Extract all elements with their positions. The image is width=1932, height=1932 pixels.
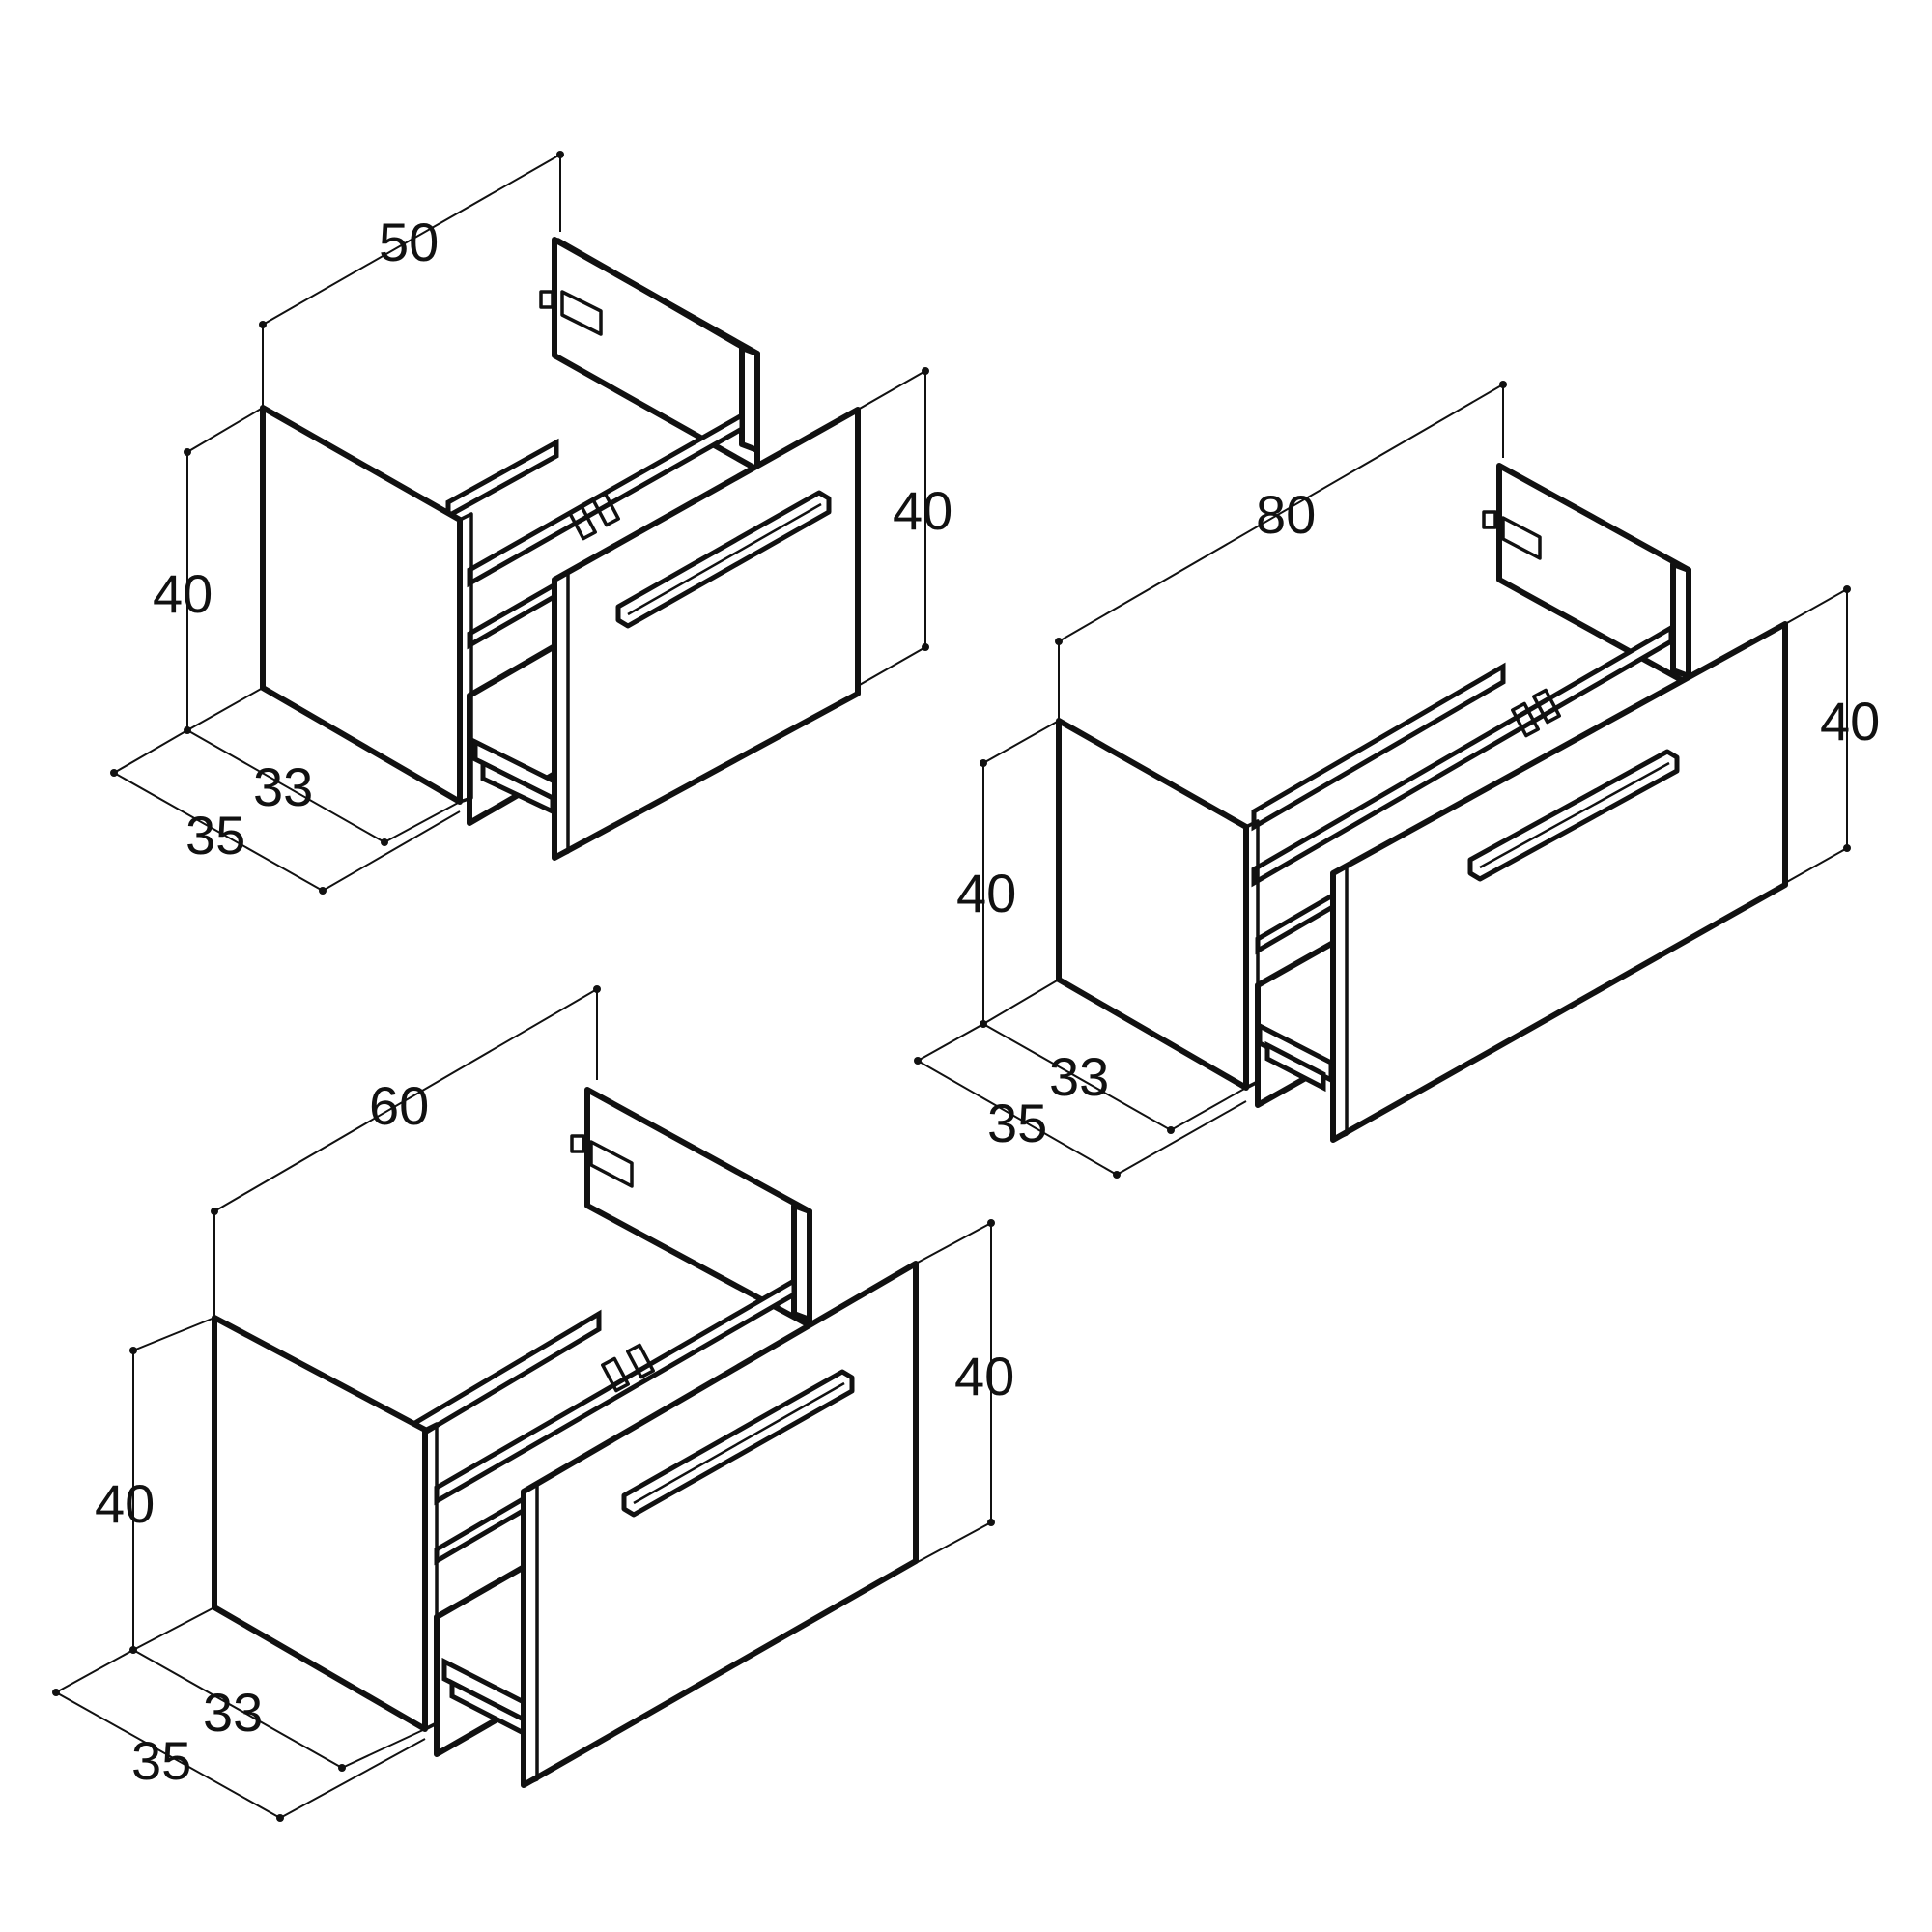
depth-inner-label: 33 [203,1682,263,1743]
width-label: 80 [1256,484,1316,545]
drawer-front [552,407,861,861]
left-side-panel [1056,718,1249,1091]
height-label-left: 40 [95,1473,155,1534]
height-label-left: 40 [153,563,213,624]
right-side-panel [739,345,760,453]
left-side-panel [260,405,463,805]
wall-bracket [1482,510,1561,738]
handle-icon [621,1369,855,1518]
depth-outer-label: 35 [131,1730,191,1791]
depth-outer-label: 35 [987,1093,1047,1153]
height-label-left: 40 [956,863,1016,923]
dimension-lines [52,985,995,1822]
right-side-panel [1670,561,1691,679]
width-label: 50 [379,212,439,272]
handle-icon [1467,749,1680,882]
wall-bracket [539,290,620,541]
cabinet-80: 80 40 40 33 35 [914,381,1880,1179]
depth-outer-label: 35 [185,805,245,866]
handle-icon [615,490,832,629]
cabinet-60: 60 40 40 33 35 [52,985,1014,1822]
right-side-panel [791,1203,812,1322]
left-side-panel [212,1315,428,1732]
dimension-lines [110,151,929,895]
dimension-lines [914,381,1851,1179]
depth-inner-label: 33 [253,756,313,817]
wall-bracket [570,1134,655,1393]
depth-inner-label: 33 [1049,1046,1109,1107]
cabinet-50: 50 40 40 33 35 [110,151,952,895]
height-label-right: 40 [1820,691,1880,752]
width-label: 60 [369,1075,429,1136]
height-label-right: 40 [954,1346,1014,1406]
back-panel [1496,463,1691,687]
height-label-right: 40 [893,480,952,541]
